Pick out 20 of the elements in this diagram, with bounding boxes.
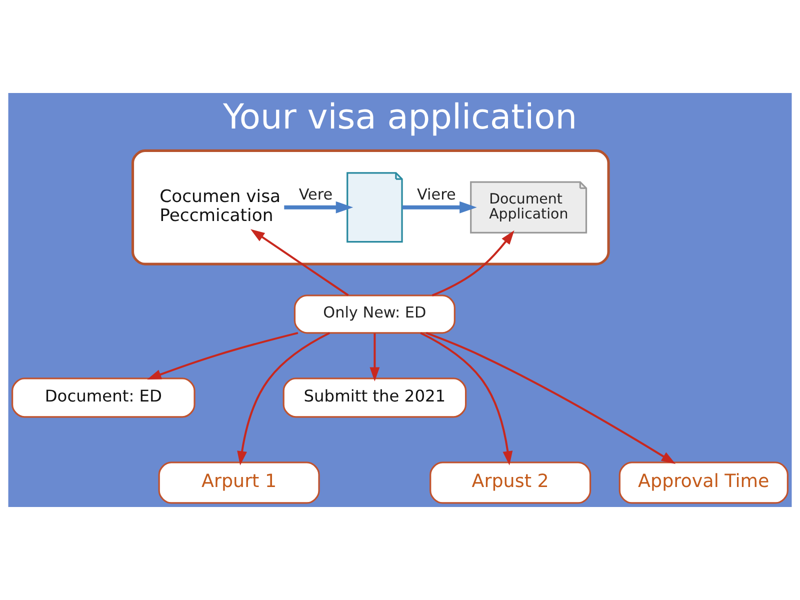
node-box: Arpust 2 [430,462,592,504]
arrow [432,230,514,296]
arrow [370,333,380,382]
node-text: Cocumen visa Peccmication [160,186,281,226]
node-box: Submitt the 2021 [282,378,467,418]
node-box: Arpurt 1 [158,462,320,504]
node-box: Approval Time [618,462,788,504]
edge-label: Viere [417,185,456,204]
arrow [147,332,298,380]
arrow [284,201,354,214]
cluster [132,149,610,266]
arrow [420,332,513,466]
arrow [237,332,330,466]
node-box: Document: ED [12,378,196,418]
edge-label: Vere [298,185,333,204]
arrow [402,201,477,214]
node-box: Only New: ED [294,294,456,334]
arrow [250,229,349,296]
diagram-title: Your visa application [222,98,578,138]
arrow [426,332,676,464]
